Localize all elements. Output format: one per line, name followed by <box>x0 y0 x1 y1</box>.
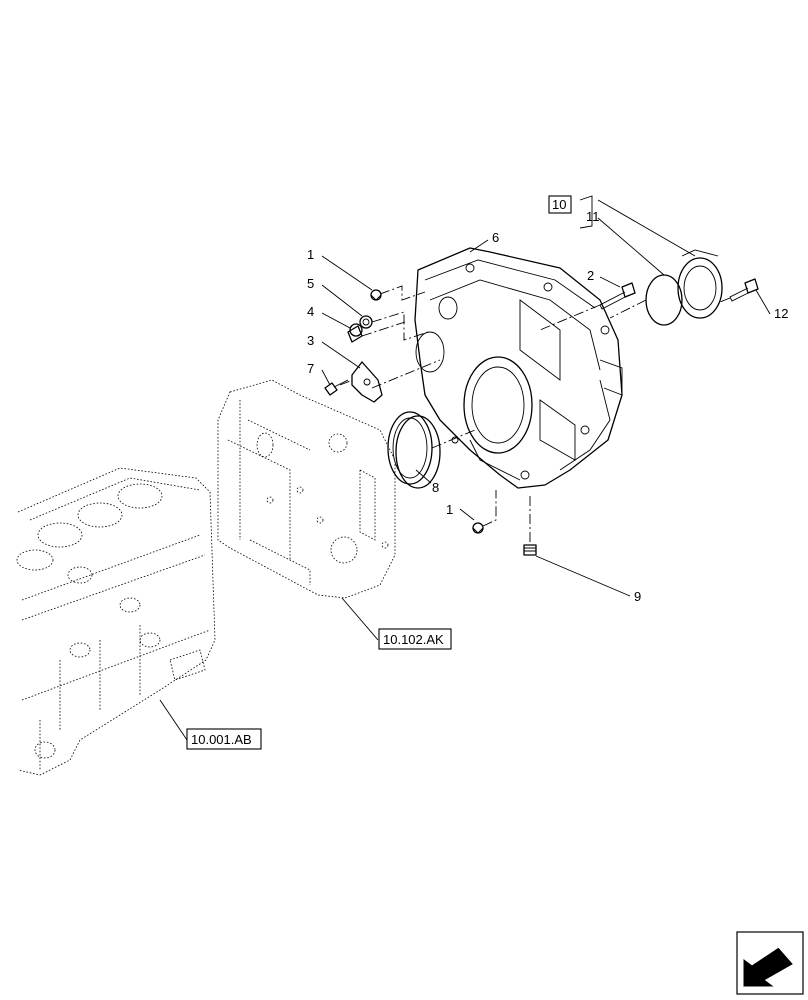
plug-lower <box>472 522 484 534</box>
threaded-plug <box>347 323 363 343</box>
callout-12: 12 <box>774 306 788 321</box>
reference-engine-block-label[interactable]: 10.001.AB <box>191 732 252 747</box>
callout-6: 6 <box>492 230 499 245</box>
arrow-icon[interactable] <box>736 931 804 995</box>
bolt-12 <box>729 278 759 302</box>
washer <box>359 315 373 329</box>
callout-4: 4 <box>307 304 314 319</box>
flywheel-housing <box>414 247 623 489</box>
bolt-2 <box>599 282 636 310</box>
callout-7: 7 <box>307 361 314 376</box>
o-ring <box>645 274 683 326</box>
callout-1-upper: 1 <box>307 247 314 262</box>
reference-engine-block[interactable]: 10.001.AB <box>186 728 262 750</box>
bottom-plug <box>523 544 537 556</box>
callout-5: 5 <box>307 276 314 291</box>
callout-3: 3 <box>307 333 314 348</box>
callout-10-box <box>548 195 572 214</box>
callout-2: 2 <box>587 268 594 283</box>
timing-case-ghost <box>217 379 396 599</box>
rear-seal <box>677 249 723 319</box>
callout-10: 10 <box>552 197 566 212</box>
engine-block-ghost <box>16 467 216 776</box>
leader-lines <box>159 195 771 741</box>
reference-timing-case-label[interactable]: 10.102.AK <box>383 632 444 647</box>
assembly-lines <box>339 285 731 542</box>
seal-ring <box>387 411 441 489</box>
callout-8: 8 <box>432 480 439 495</box>
plug-upper <box>370 289 382 301</box>
callout-9: 9 <box>634 589 641 604</box>
callout-11: 11 <box>586 209 600 224</box>
washer-inner <box>362 318 370 326</box>
callout-1-lower: 1 <box>446 502 453 517</box>
reference-timing-case[interactable]: 10.102.AK <box>378 628 452 650</box>
cover-plate <box>351 361 383 403</box>
